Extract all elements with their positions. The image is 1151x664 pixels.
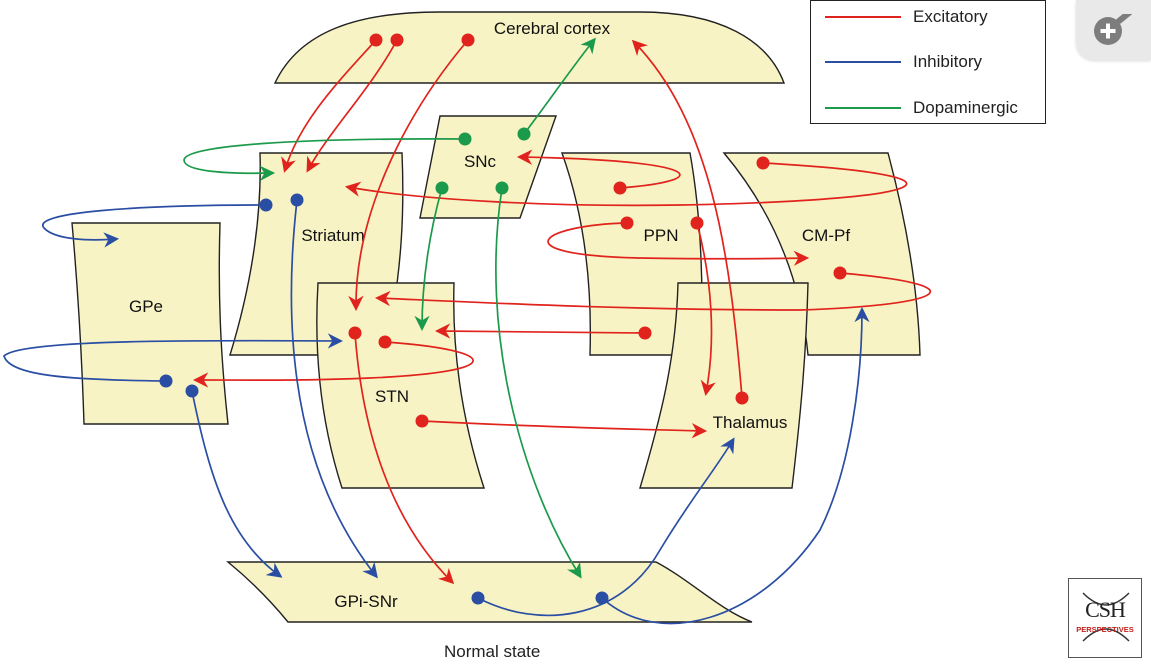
legend-excitatory-label: Excitatory [913, 7, 988, 26]
snc-to-gpi-arrow [495, 187, 582, 579]
snc-label: SNc [464, 152, 497, 171]
gpi-snr-region [226, 561, 753, 623]
csh-logo-subtext: PERSPECTIVES [1076, 625, 1134, 634]
legend-dopaminergic: Dopaminergic [825, 98, 1018, 118]
stn-label: STN [375, 387, 409, 406]
excitatory-origin-dots [348, 33, 847, 428]
csh-logo-text: CSH [1085, 597, 1126, 622]
cortex-to-striatum-arrow-2 [306, 39, 398, 173]
ppn-to-thalamus-arrow [696, 222, 716, 397]
striatum-to-gpe-arrow [41, 204, 267, 248]
stn-region [316, 282, 485, 489]
striatum-label: Striatum [301, 226, 364, 245]
legend-inhibitory-label: Inhibitory [913, 52, 982, 71]
gpi-to-thalamus-arrow [477, 437, 735, 617]
gpe-to-gpi-arrow [191, 390, 283, 578]
gpe-label: GPe [129, 297, 163, 316]
legend-excitatory: Excitatory [825, 7, 988, 27]
inhibitory-origin-dots [159, 193, 609, 605]
ppn-to-snc-arrow [516, 149, 681, 189]
stn-to-gpi-arrow [354, 332, 455, 585]
cmpf-region [722, 152, 921, 356]
gpe-to-stn-arrow [3, 333, 344, 382]
ppn-to-cmpf-arrow [547, 222, 810, 266]
cortex-to-stn-arrow [348, 39, 469, 312]
snc-to-striatum-arrow [183, 138, 466, 181]
gpi-snr-label: GPi-SNr [334, 592, 398, 611]
thalamus-region [639, 282, 809, 489]
cmpf-to-stn-arrow [374, 272, 932, 311]
figure-caption: Normal state [444, 642, 541, 661]
snc-region [419, 115, 557, 219]
legend-dopaminergic-label: Dopaminergic [913, 98, 1018, 117]
cortex-label: Cerebral cortex [494, 19, 611, 38]
thalamus-label: Thalamus [713, 413, 788, 432]
cortex-to-striatum-arrow [281, 39, 377, 173]
dna-helix-icon [1082, 592, 1130, 642]
thalamus-to-cortex-arrow [631, 39, 743, 399]
striatum-to-gpi-arrow [290, 199, 378, 579]
ppn-to-stn-arrow [434, 323, 646, 339]
snc-to-stn-arrow [414, 187, 443, 332]
stn-to-thalamus-arrow [421, 420, 708, 439]
excitatory-swatch [825, 16, 901, 18]
zoom-in-button[interactable] [1076, 0, 1151, 60]
inhibitory-swatch [825, 61, 901, 63]
gpe-region [71, 222, 229, 425]
cmpf-to-striatum-arrow [344, 162, 908, 207]
legend-inhibitory: Inhibitory [825, 52, 982, 72]
csh-perspectives-logo: CSH PERSPECTIVES [1068, 578, 1142, 658]
snc-to-cortex-arrow [523, 37, 596, 135]
zoom-in-icon [1094, 14, 1133, 45]
dopaminergic-origin-dots [435, 127, 531, 195]
stn-to-gpe-arrow [192, 341, 474, 388]
cmpf-label: CM-Pf [802, 226, 850, 245]
ppn-label: PPN [644, 226, 679, 245]
cerebral-cortex-region [273, 11, 786, 84]
gpi-to-cmpf-arrow [601, 306, 870, 625]
dopaminergic-swatch [825, 107, 901, 109]
legend: Excitatory Inhibitory Dopaminergic [810, 0, 1046, 124]
